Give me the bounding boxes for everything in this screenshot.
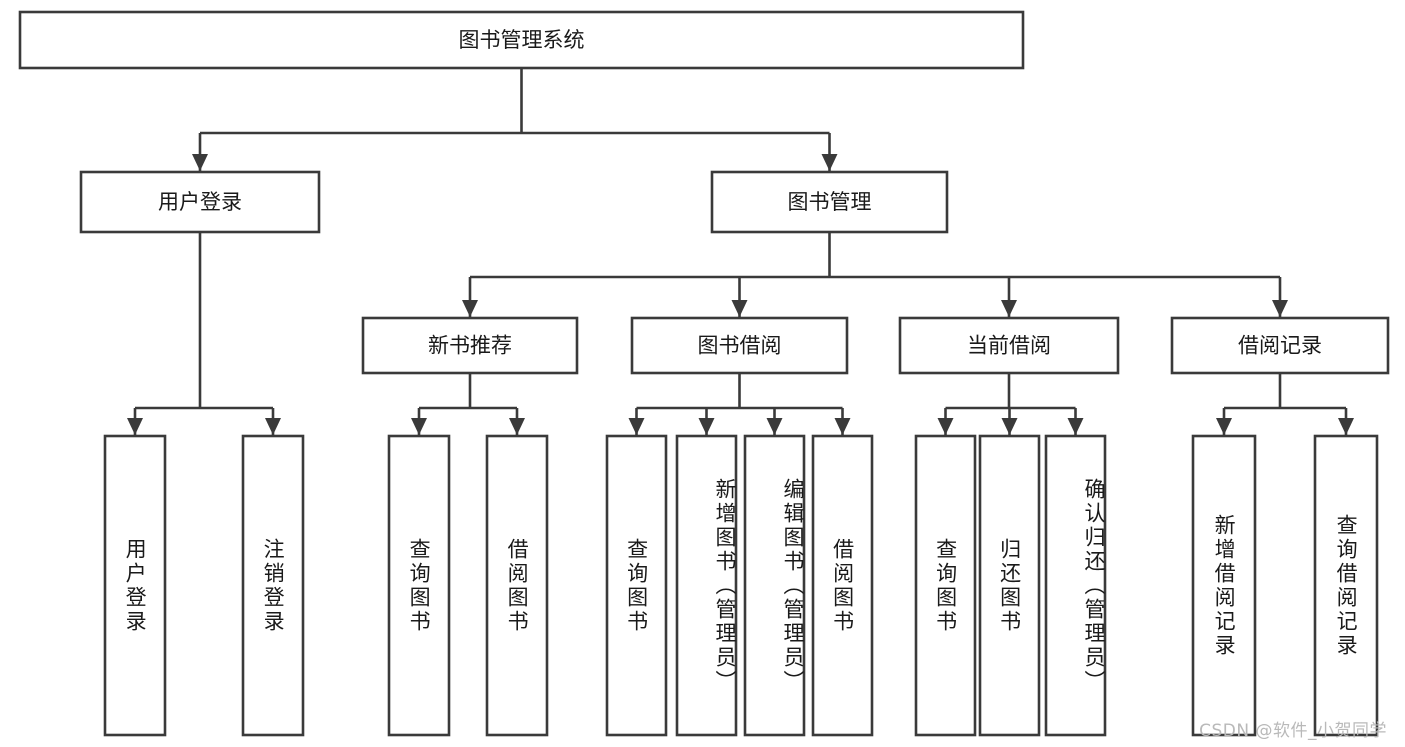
node-leaf-2[interactable] (387, 434, 451, 737)
arrow-head-icon (1001, 418, 1018, 435)
arrow-head-icon (411, 418, 427, 435)
node-level3-3[interactable] (1170, 316, 1390, 375)
node-leaf-5[interactable] (675, 434, 738, 737)
arrow-head-icon (766, 418, 783, 435)
connectors-layer (127, 68, 1354, 435)
arrow-head-icon (1067, 418, 1084, 435)
node-root-图书管理系统[interactable] (18, 10, 1025, 70)
node-leaf-12[interactable] (1313, 434, 1379, 737)
arrow-head-icon (1272, 300, 1288, 317)
arrow-head-icon (1338, 418, 1354, 435)
arrow-head-icon (821, 154, 838, 171)
node-label-level3-2: 当前借阅 (967, 334, 1051, 358)
arrow-head-icon (731, 300, 748, 317)
node-leaf-6[interactable] (743, 434, 806, 737)
arrow-head-icon (698, 418, 715, 435)
node-leaf-7[interactable] (811, 434, 874, 737)
arrow-head-icon (1001, 300, 1017, 317)
node-leaf-8[interactable] (914, 434, 977, 737)
arrow-head-icon (834, 418, 851, 435)
node-leaf-4[interactable] (605, 434, 668, 737)
node-level3-0[interactable] (361, 316, 579, 375)
arrow-head-icon (509, 418, 525, 435)
node-leaf-10[interactable] (1044, 434, 1107, 737)
arrow-head-icon (265, 418, 281, 435)
boxes-layer (18, 10, 1390, 737)
arrow-head-icon (937, 418, 954, 435)
node-label-level3-1: 图书借阅 (698, 334, 782, 358)
arrow-head-icon (628, 418, 645, 435)
node-label-level3-0: 新书推荐 (428, 334, 512, 358)
node-level2-0[interactable] (79, 170, 321, 234)
arrow-head-icon (462, 300, 478, 317)
node-leaf-3[interactable] (485, 434, 549, 737)
node-leaf-9[interactable] (978, 434, 1041, 737)
arrow-head-icon (1216, 418, 1232, 435)
node-level2-1[interactable] (710, 170, 949, 234)
node-level3-2[interactable] (898, 316, 1120, 375)
node-label-level2-1: 图书管理 (788, 190, 872, 214)
node-label-level2-0: 用户登录 (158, 190, 242, 214)
node-label-root: 图书管理系统 (459, 28, 585, 52)
arrow-head-icon (127, 418, 143, 435)
node-leaf-11[interactable] (1191, 434, 1257, 737)
node-label-level3-3: 借阅记录 (1238, 334, 1322, 358)
node-leaf-0[interactable] (103, 434, 167, 737)
arrow-head-icon (192, 154, 208, 171)
node-leaf-1[interactable] (241, 434, 305, 737)
node-level3-1[interactable] (630, 316, 849, 375)
